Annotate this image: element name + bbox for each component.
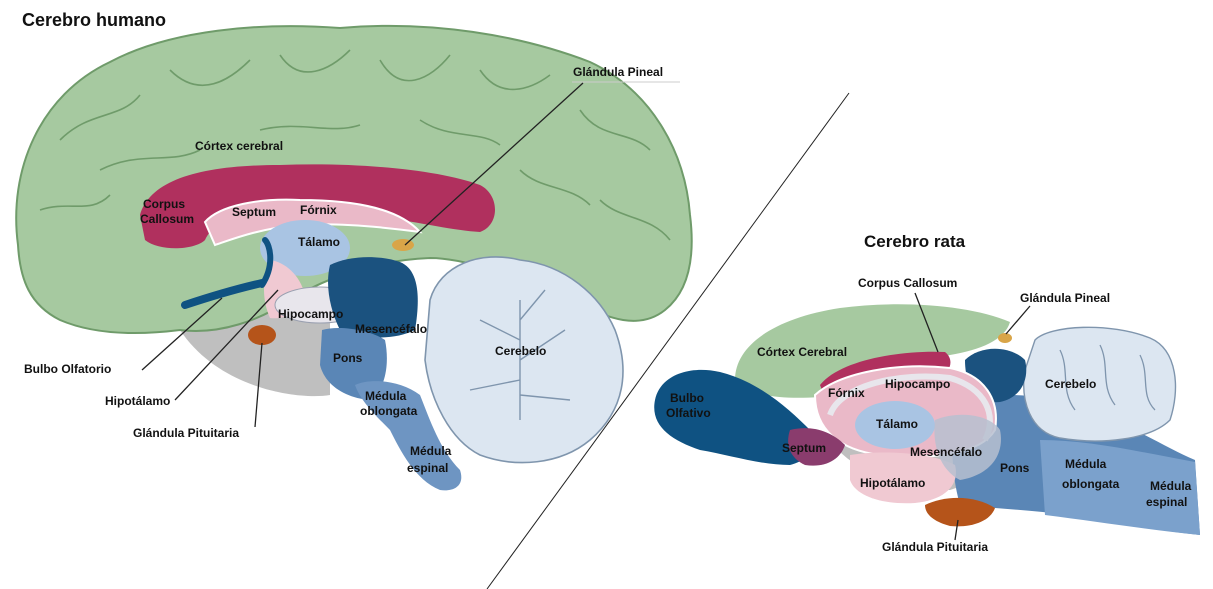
label-human-medula-oblongata-1: Médula: [365, 389, 407, 403]
label-human-medula-oblongata-2: oblongata: [360, 404, 418, 418]
human-title: Cerebro humano: [22, 10, 166, 30]
label-human-bulbo-olfatorio: Bulbo Olfatorio: [24, 362, 111, 376]
label-human-pons: Pons: [333, 351, 363, 365]
label-rat-medula-oblongata-1: Médula: [1065, 457, 1107, 471]
label-rat-talamo: Tálamo: [876, 417, 918, 431]
label-human-hipotalamo: Hipotálamo: [105, 394, 170, 408]
human-pituitary: [248, 325, 276, 345]
label-human-fornix: Fórnix: [300, 203, 337, 217]
rat-pineal: [998, 333, 1012, 343]
label-rat-corpus-callosum: Corpus Callosum: [858, 276, 957, 290]
label-human-talamo: Tálamo: [298, 235, 340, 249]
label-human-cortex: Córtex cerebral: [195, 139, 283, 153]
label-human-corpus: Corpus: [143, 197, 185, 211]
label-rat-septum: Septum: [782, 441, 826, 455]
label-rat-hipocampo: Hipocampo: [885, 377, 950, 391]
label-rat-bulbo-1: Bulbo: [670, 391, 704, 405]
label-human-glandula-pituitaria: Glándula Pituitaria: [133, 426, 239, 440]
label-human-callosum: Callosum: [140, 212, 194, 226]
human-pineal: [392, 239, 414, 251]
label-human-cerebelo: Cerebelo: [495, 344, 546, 358]
label-rat-hipotalamo: Hipotálamo: [860, 476, 925, 490]
label-rat-cortex: Córtex Cerebral: [757, 345, 847, 359]
label-human-mesencefalo: Mesencéfalo: [355, 322, 427, 336]
label-rat-cerebelo: Cerebelo: [1045, 377, 1096, 391]
label-rat-medula-oblongata-2: oblongata: [1062, 477, 1120, 491]
label-rat-glandula-pituitaria: Glándula Pituitaria: [882, 540, 988, 554]
human-brain: Cerebro humano Córtex cerebral Corpus Ca…: [16, 10, 692, 490]
rat-title: Cerebro rata: [864, 232, 966, 251]
label-rat-medula-espinal-2: espinal: [1146, 495, 1187, 509]
label-human-medula-espinal-2: espinal: [407, 461, 448, 475]
label-rat-bulbo-2: Olfativo: [666, 406, 711, 420]
label-rat-pons: Pons: [1000, 461, 1030, 475]
label-human-glandula-pineal: Glándula Pineal: [573, 65, 663, 79]
leader-rat-pineal: [1006, 306, 1030, 334]
rat-brain: Cerebro rata Corpus Callosum Glándula Pi…: [654, 232, 1200, 554]
label-rat-medula-espinal-1: Médula: [1150, 479, 1192, 493]
label-human-septum: Septum: [232, 205, 276, 219]
label-human-hipocampo: Hipocampo: [278, 307, 343, 321]
label-rat-fornix: Fórnix: [828, 386, 865, 400]
label-human-medula-espinal-1: Médula: [410, 444, 452, 458]
label-rat-mesencefalo: Mesencéfalo: [910, 445, 982, 459]
label-rat-glandula-pineal: Glándula Pineal: [1020, 291, 1110, 305]
